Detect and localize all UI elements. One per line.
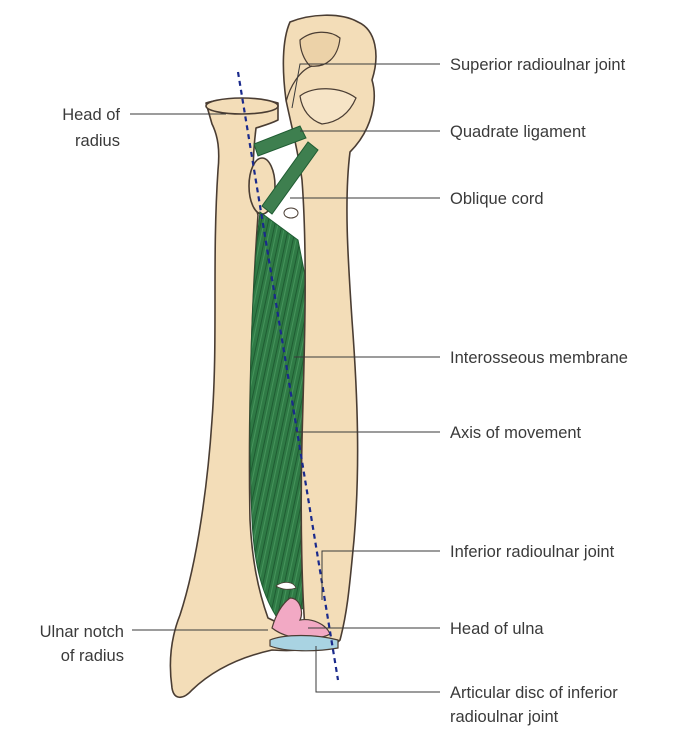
label-articular-disc-1: Articular disc of inferior bbox=[450, 684, 618, 702]
label-oblique-cord: Oblique cord bbox=[450, 190, 544, 208]
label-head-of-ulna: Head of ulna bbox=[450, 620, 544, 638]
label-quadrate-ligament: Quadrate ligament bbox=[450, 123, 586, 141]
articular-disc bbox=[270, 636, 338, 651]
label-head-of-radius-2: radius bbox=[75, 132, 120, 150]
label-ulnar-notch-2: of radius bbox=[61, 647, 124, 665]
label-axis-of-movement: Axis of movement bbox=[450, 424, 582, 442]
label-ulnar-notch-1: Ulnar notch bbox=[40, 623, 124, 641]
label-superior-radioulnar-joint: Superior radioulnar joint bbox=[450, 56, 626, 74]
label-inferior-radioulnar-joint: Inferior radioulnar joint bbox=[450, 543, 615, 561]
ulna-foramen bbox=[284, 208, 298, 218]
label-head-of-radius-1: Head of bbox=[62, 106, 120, 124]
label-interosseous-membrane: Interosseous membrane bbox=[450, 349, 628, 367]
label-articular-disc-2: radioulnar joint bbox=[450, 708, 559, 726]
